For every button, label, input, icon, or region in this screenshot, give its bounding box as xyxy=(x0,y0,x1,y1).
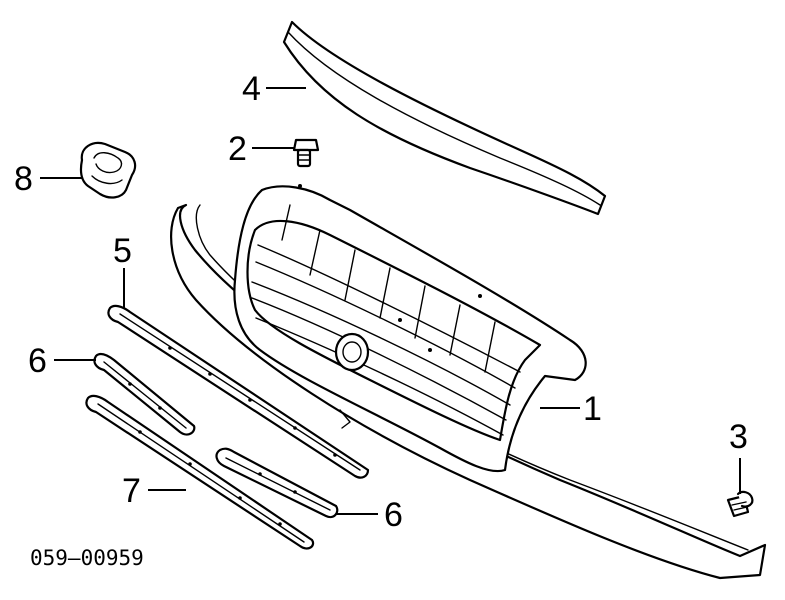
part-5-strip xyxy=(107,304,370,479)
drawing-number: 059–00959 xyxy=(30,546,144,570)
callout-1: 1 xyxy=(583,390,602,428)
callout-3: 3 xyxy=(729,418,748,456)
part-6-right-strip xyxy=(215,447,339,519)
callout-4: 4 xyxy=(242,70,261,108)
leader-lines xyxy=(40,87,741,515)
part-1-grille xyxy=(170,184,767,580)
callout-6a: 6 xyxy=(28,342,47,380)
part-6-left-strip xyxy=(93,352,196,436)
part-7-strip xyxy=(85,394,315,550)
callout-8: 8 xyxy=(14,160,33,198)
part-3-screw xyxy=(726,490,754,518)
callout-labels: 1 2 3 4 5 6 6 7 8 xyxy=(14,70,748,534)
callout-5: 5 xyxy=(113,232,132,270)
callout-6b: 6 xyxy=(384,496,403,534)
callout-2: 2 xyxy=(228,130,247,168)
callout-7: 7 xyxy=(122,472,141,510)
part-4-upper-moulding xyxy=(282,20,607,216)
part-8-emblem xyxy=(79,141,137,199)
part-2-clip xyxy=(292,138,320,168)
